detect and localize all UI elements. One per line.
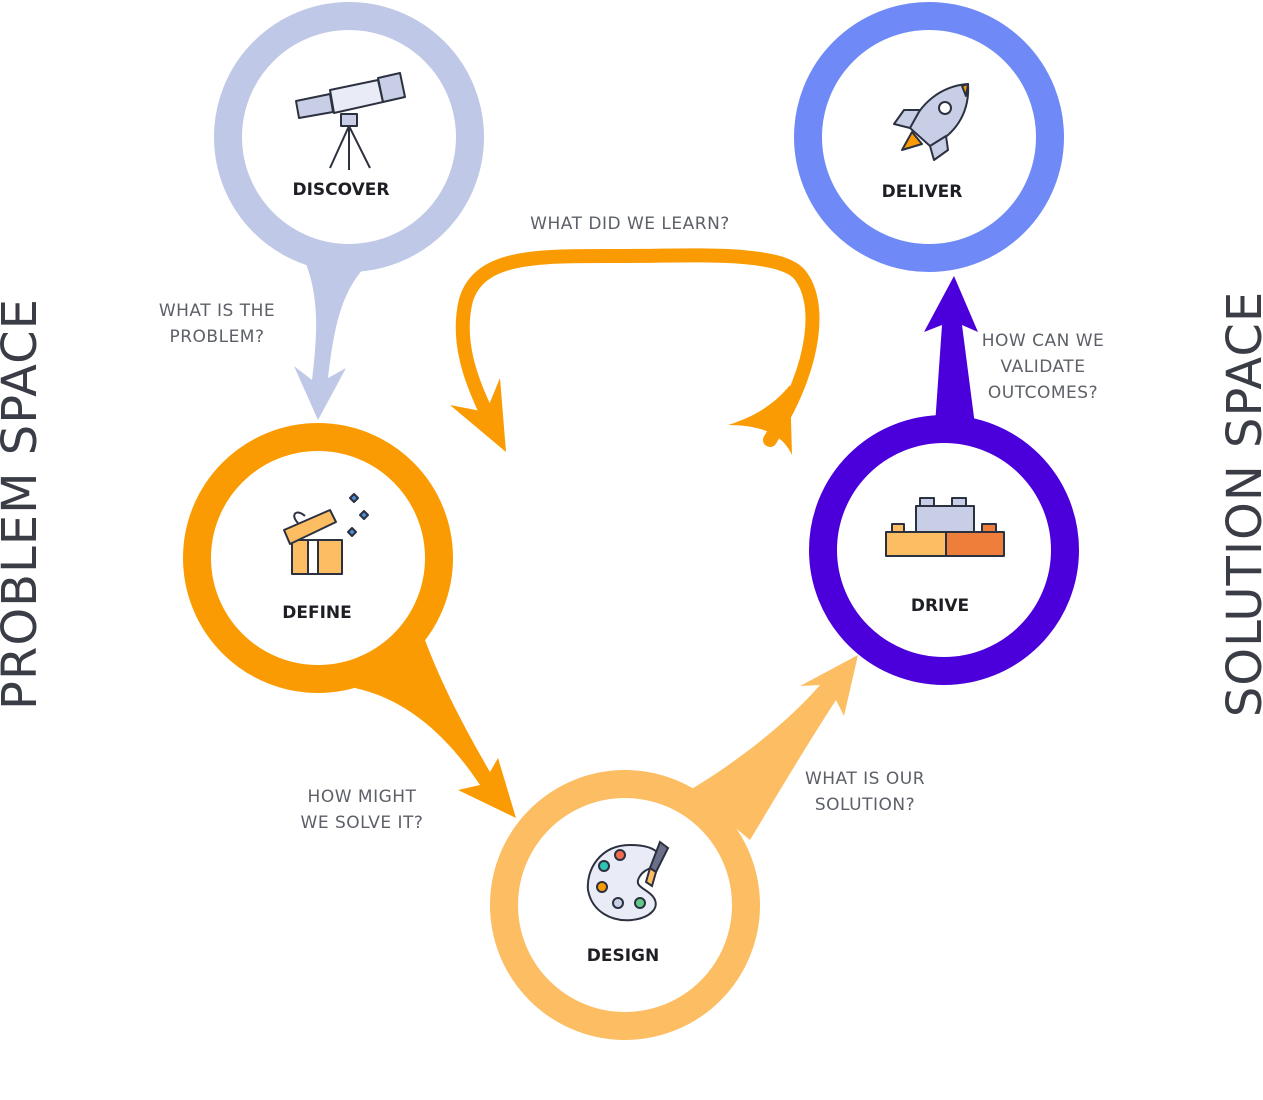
discover-to-define-arrow bbox=[294, 250, 370, 420]
problem-space-label: PROBLEM SPACE bbox=[0, 298, 48, 710]
question-how-can-we-validate-outcomes: HOW CAN WE VALIDATE OUTCOMES? bbox=[968, 328, 1118, 406]
building-blocks-icon bbox=[885, 497, 1005, 557]
node-label-drive: DRIVE bbox=[910, 596, 970, 616]
question-line: WE SOLVE IT? bbox=[300, 813, 424, 833]
question-what-is-our-solution: WHAT IS OUR SOLUTION? bbox=[795, 766, 935, 818]
node-label-design: DESIGN bbox=[586, 946, 660, 966]
define-ring bbox=[183, 423, 453, 693]
feedback-tail-flare bbox=[728, 385, 792, 455]
solution-space-label: SOLUTION SPACE bbox=[1217, 290, 1263, 718]
gift-box-icon bbox=[283, 493, 369, 575]
design-ring bbox=[490, 770, 760, 1040]
node-label-deliver: DELIVER bbox=[881, 182, 963, 202]
question-line: WHAT IS THE bbox=[158, 301, 276, 321]
feedback-loop-arrow bbox=[455, 248, 820, 447]
deliver-ring bbox=[794, 2, 1064, 272]
palette-icon bbox=[586, 840, 670, 922]
question-what-did-we-learn: WHAT DID WE LEARN? bbox=[515, 211, 745, 237]
drive-to-deliver-arrow bbox=[924, 276, 978, 425]
rocket-icon bbox=[893, 83, 970, 161]
discover-ring bbox=[214, 2, 484, 272]
question-line: OUTCOMES? bbox=[987, 383, 1099, 403]
question-line: SOLUTION? bbox=[814, 795, 916, 815]
node-label-define: DEFINE bbox=[282, 603, 352, 623]
question-line: WHAT IS OUR bbox=[804, 769, 926, 789]
define-to-design-arrow bbox=[355, 640, 516, 818]
telescope-icon bbox=[295, 72, 406, 170]
question-line: PROBLEM? bbox=[169, 327, 265, 347]
question-line: WHAT DID WE LEARN? bbox=[530, 214, 730, 234]
feedback-arrowhead bbox=[450, 378, 506, 452]
question-how-might-we-solve-it: HOW MIGHT WE SOLVE IT? bbox=[287, 784, 437, 836]
question-what-is-the-problem: WHAT IS THE PROBLEM? bbox=[147, 298, 287, 350]
node-label-discover: DISCOVER bbox=[292, 180, 390, 200]
question-line: HOW CAN WE bbox=[981, 331, 1105, 351]
design-to-drive-arrow bbox=[690, 655, 858, 840]
drive-ring bbox=[809, 415, 1079, 685]
question-line: HOW MIGHT bbox=[307, 787, 417, 807]
question-line: VALIDATE bbox=[1000, 357, 1086, 377]
